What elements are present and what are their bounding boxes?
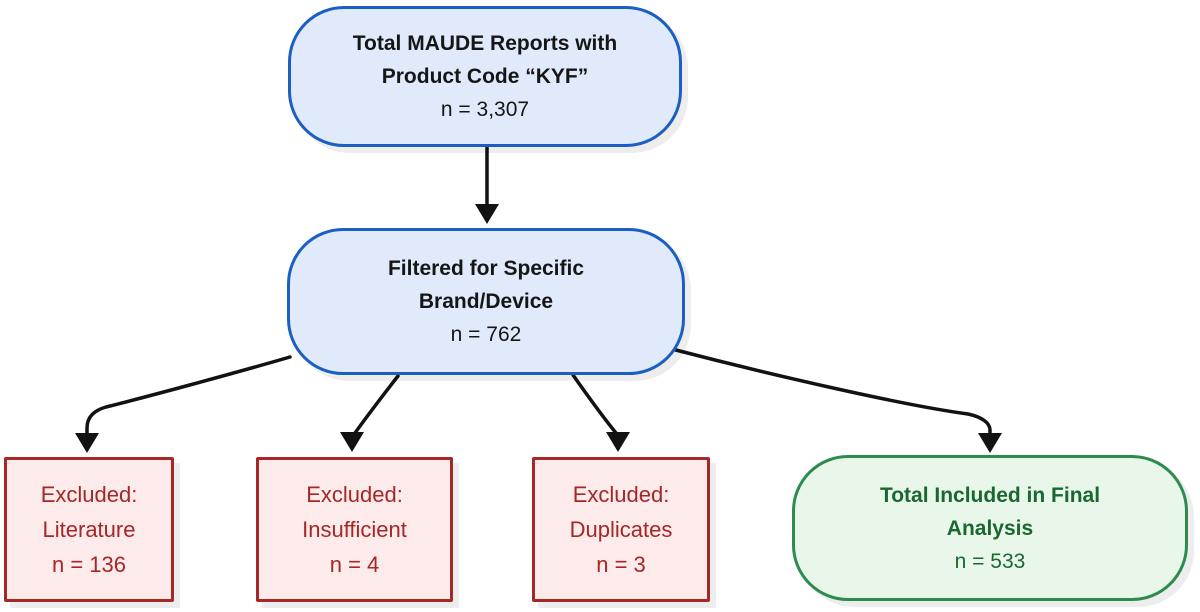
- node-count: n = 533: [954, 549, 1026, 573]
- node-total-included-final-analysis: Total Included in Final Analysis n = 533: [792, 455, 1188, 601]
- arrow-filtered-to-excluded-insufficient: [340, 374, 400, 452]
- node-title-line: Excluded:: [306, 482, 403, 507]
- node-count: n = 762: [450, 323, 522, 346]
- node-count: n = 3: [596, 552, 646, 577]
- node-title-line: Literature: [42, 517, 136, 542]
- node-title-line: Total MAUDE Reports with: [352, 32, 618, 55]
- arrow-filtered-to-excluded-literature: [75, 355, 292, 453]
- node-excluded-duplicates: Excluded: Duplicates n = 3: [532, 457, 710, 602]
- node-title-line: Filtered for Specific: [387, 257, 585, 280]
- node-title-line: Analysis: [946, 516, 1034, 540]
- node-title-line: Excluded:: [40, 482, 138, 507]
- node-filtered-brand-device: Filtered for Specific Brand/Device n = 7…: [287, 228, 685, 375]
- node-title-line: Product Code “KYF”: [381, 65, 589, 88]
- node-title-line: Insufficient: [302, 517, 407, 542]
- arrow-filtered-to-excluded-duplicates: [571, 373, 630, 452]
- node-title-line: Total Included in Final: [879, 483, 1101, 507]
- node-excluded-insufficient: Excluded: Insufficient n = 4: [256, 457, 453, 602]
- node-title-line: Excluded:: [572, 482, 670, 507]
- arrow-filtered-to-included-final: [666, 346, 1002, 453]
- node-title-line: Brand/Device: [418, 290, 554, 313]
- node-title-line: Duplicates: [569, 517, 673, 542]
- node-count: n = 4: [329, 552, 380, 577]
- arrow-total-to-filtered: [475, 145, 499, 224]
- node-excluded-literature: Excluded: Literature n = 136: [4, 457, 174, 602]
- node-count: n = 3,307: [440, 98, 530, 121]
- node-count: n = 136: [51, 552, 126, 577]
- node-total-maude-reports: Total MAUDE Reports with Product Code “K…: [288, 6, 682, 147]
